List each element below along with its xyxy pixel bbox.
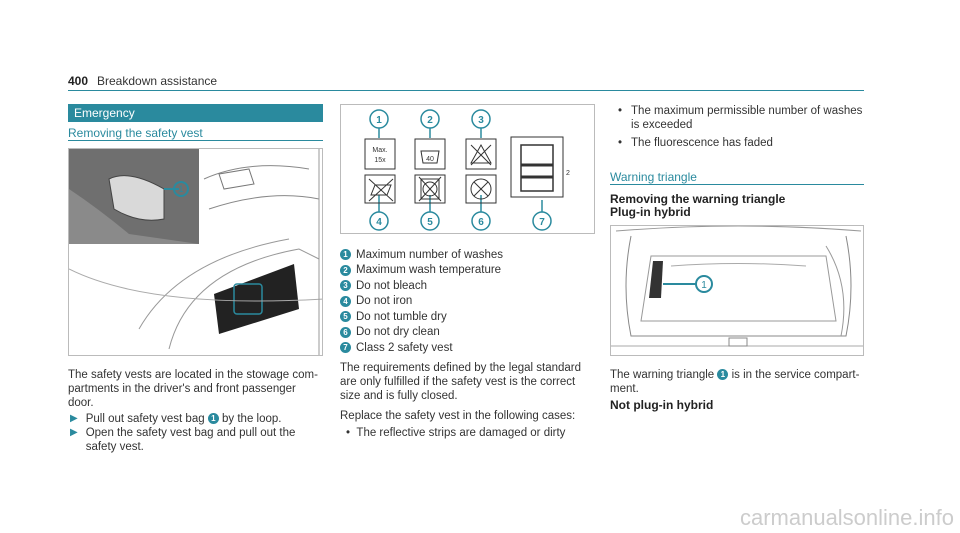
symbol-label-4: 4 [376, 217, 382, 228]
subheading-rule [610, 184, 864, 185]
subheading-removing-vest: Removing the safety vest [68, 126, 203, 140]
replace-paragraph: Replace the safety vest in the following… [340, 410, 576, 422]
watermark: carmanualsonline.info [739, 505, 954, 530]
bullet-icon: • [618, 137, 623, 149]
symbol-temp-text: 40 [426, 156, 434, 163]
bullet-item: • The maximum permissible number of wash… [618, 105, 863, 131]
symbol-label-6: 6 [478, 217, 484, 228]
symbol-label-3: 3 [478, 115, 484, 126]
care-symbols-figure: 1 2 3 4 5 6 7 Max. 15x 40 [340, 104, 595, 234]
callout-badge: 1 [717, 369, 729, 381]
step-2: ▶ Open the safety vest bag and pull out … [70, 427, 296, 453]
triangle-location-paragraph: The warning triangle 1 is in the service… [610, 369, 860, 395]
heading-not-plug-in-hybrid: Not plug-in hybrid [610, 398, 714, 412]
care-symbols-drawing: 1 2 3 4 5 6 7 Max. 15x 40 [364, 109, 570, 231]
page-number: 400 [68, 74, 89, 88]
step-1: ▶ Pull out safety vest bag 1 by the loop… [70, 413, 282, 425]
trunk-illustration: 1 [610, 225, 864, 356]
page-section-title: Breakdown assistance [97, 74, 218, 88]
symbol-label-1: 1 [376, 115, 382, 126]
requirements-paragraph: The requirements defined by the legal st… [340, 362, 582, 402]
trunk-drawing: 1 [611, 226, 863, 347]
symbol-count-text: 15x [374, 157, 386, 164]
callout-badge: 1 [207, 413, 219, 425]
symbol-label-7: 7 [539, 217, 545, 228]
header-rule [68, 90, 864, 91]
symbol-label-5: 5 [427, 217, 433, 228]
subheading-warning-triangle: Warning triangle [610, 170, 697, 184]
bullet-icon: • [618, 105, 623, 117]
step-arrow-icon: ▶ [70, 413, 78, 424]
bullet-icon: • [346, 427, 351, 439]
subheading-rule [68, 140, 323, 141]
vest-location-paragraph: The safety vests are located in the stow… [68, 369, 318, 409]
symbol-label-2: 2 [427, 115, 433, 126]
step-list: ▶ Pull out safety vest bag 1 by the loop… [70, 412, 330, 454]
door-drawing: 1 [69, 149, 322, 355]
emergency-banner: Emergency [68, 104, 323, 122]
symbol-max-text: Max. [372, 147, 387, 154]
callout-1-figure: 1 [178, 184, 183, 194]
symbol-class-text: 2 [566, 170, 570, 177]
door-illustration: 1 [68, 148, 323, 356]
heading-removing-triangle: Removing the warning triangle [610, 192, 786, 206]
right-bullets: • The maximum permissible number of wash… [618, 104, 868, 150]
callout-1-figure: 1 [701, 280, 707, 291]
bullet-item: • The reflective strips are damaged or d… [346, 427, 566, 439]
heading-plug-in-hybrid: Plug-in hybrid [610, 205, 691, 219]
step-arrow-icon: ▶ [70, 427, 78, 438]
bullet-item: • The fluorescence has faded [618, 137, 773, 149]
